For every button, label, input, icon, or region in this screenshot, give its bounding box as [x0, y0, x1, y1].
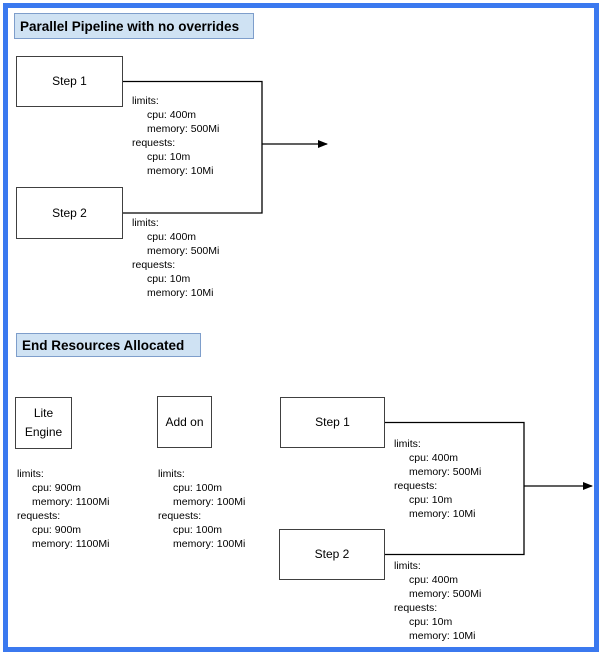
add-on-box: Add on — [157, 396, 212, 448]
section1-title-label: Parallel Pipeline with no overrides — [20, 18, 240, 34]
resource-line: cpu: 10m — [147, 273, 191, 285]
resource-line: cpu: 400m — [147, 109, 197, 121]
resource-line: limits: — [17, 468, 44, 480]
section1-step1-box: Step 1 — [16, 56, 123, 107]
section2-step2-box: Step 2 — [279, 529, 385, 580]
resource-line: limits: — [132, 217, 159, 229]
resource-line: memory: 500Mi — [409, 466, 482, 478]
resource-line: memory: 10Mi — [147, 287, 214, 299]
resource-line: requests: — [158, 510, 202, 522]
lite-engine-resources: limits: cpu: 900m memory: 1100Mi request… — [17, 467, 109, 551]
section1-title: Parallel Pipeline with no overrides — [14, 13, 254, 39]
section1-step2-box: Step 2 — [16, 187, 123, 239]
resource-line: cpu: 10m — [409, 616, 453, 628]
resource-line: requests: — [394, 480, 438, 492]
resource-line: memory: 500Mi — [409, 588, 482, 600]
section2-title-label: End Resources Allocated — [22, 337, 185, 353]
resource-line: cpu: 900m — [32, 524, 82, 536]
resource-line: limits: — [132, 95, 159, 107]
resource-line: memory: 100Mi — [173, 538, 246, 550]
resource-line: cpu: 10m — [409, 494, 453, 506]
section2-step2-label: Step 2 — [314, 547, 350, 561]
section2-step1-box: Step 1 — [280, 397, 385, 448]
resource-line: requests: — [394, 602, 438, 614]
lite-engine-label-line2: Engine — [24, 425, 63, 439]
section2-step1-label: Step 1 — [315, 415, 350, 429]
resource-line: requests: — [132, 137, 176, 149]
resource-line: requests: — [132, 259, 176, 271]
resource-line: memory: 10Mi — [409, 630, 476, 642]
resource-line: memory: 10Mi — [409, 508, 476, 520]
section2-step1-resources: limits: cpu: 400m memory: 500Mi requests… — [394, 437, 481, 521]
resource-line: cpu: 400m — [147, 231, 197, 243]
resource-line: memory: 10Mi — [147, 165, 214, 177]
add-on-resources: limits: cpu: 100m memory: 100Mi requests… — [158, 467, 245, 551]
lite-engine-label-line1: Lite — [33, 406, 54, 420]
resource-line: cpu: 100m — [173, 482, 223, 494]
resource-line: limits: — [394, 560, 421, 572]
resource-line: requests: — [17, 510, 61, 522]
resource-line: memory: 500Mi — [147, 123, 220, 135]
resource-line: cpu: 900m — [32, 482, 82, 494]
resource-line: cpu: 400m — [409, 452, 459, 464]
add-on-label: Add on — [165, 414, 204, 429]
section1-step1-resources: limits: cpu: 400m memory: 500Mi requests… — [132, 94, 219, 178]
section1-step2-label: Step 2 — [52, 205, 87, 220]
resource-line: cpu: 400m — [409, 574, 459, 586]
section2-step2-resources: limits: cpu: 400m memory: 500Mi requests… — [394, 559, 481, 643]
resource-line: memory: 500Mi — [147, 245, 220, 257]
section1-step2-resources: limits: cpu: 400m memory: 500Mi requests… — [132, 216, 219, 300]
resource-line: memory: 100Mi — [173, 496, 246, 508]
resource-line: limits: — [158, 468, 185, 480]
resource-line: memory: 1100Mi — [32, 496, 110, 508]
lite-engine-box: Lite Engine — [15, 397, 72, 449]
resource-line: cpu: 100m — [173, 524, 223, 536]
section2-title: End Resources Allocated — [16, 333, 201, 357]
resource-line: memory: 1100Mi — [32, 538, 110, 550]
section1-step1-label: Step 1 — [52, 74, 87, 88]
resource-line: cpu: 10m — [147, 151, 191, 163]
resource-line: limits: — [394, 438, 421, 450]
